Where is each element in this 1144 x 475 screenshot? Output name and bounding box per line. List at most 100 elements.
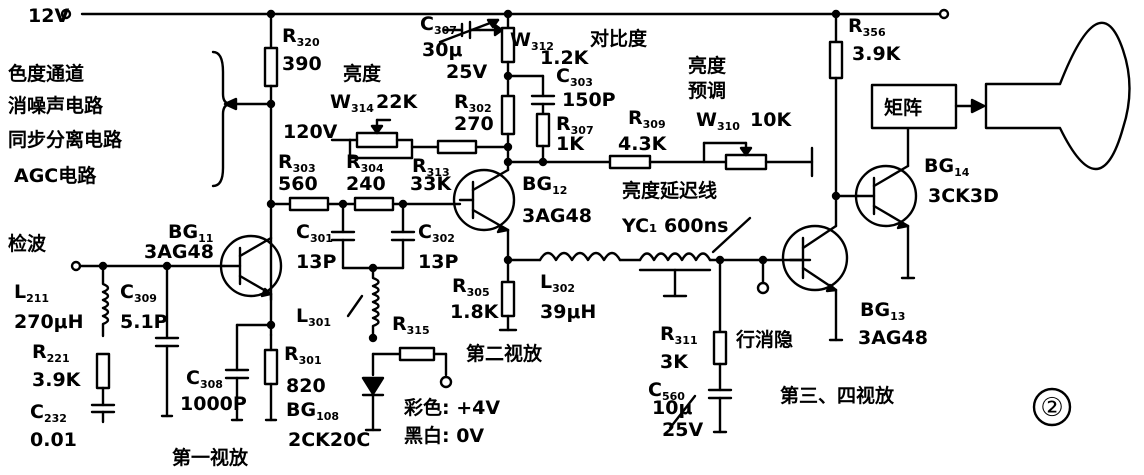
figure-number-circle — [1032, 387, 1072, 427]
designator-c560: C560 — [648, 379, 685, 403]
designator-r356: R356 — [848, 15, 886, 39]
bw-mode-label: 黑白: 0V — [404, 424, 484, 447]
value-bg108: 2CK20C — [288, 429, 370, 451]
designator-bg108: BG108 — [286, 399, 339, 423]
component-r221: R221 3.9K — [32, 341, 82, 391]
component-r320: R320 390 — [282, 25, 322, 75]
designator-bg11: BG11 — [168, 221, 213, 245]
designator-r315: R315 — [392, 313, 430, 337]
value-c308: 1000P — [180, 393, 247, 415]
channel-label-2: 消噪声电路 — [8, 94, 104, 117]
value-c301: 13P — [296, 251, 336, 273]
value-c309: 5.1P — [120, 311, 168, 333]
designator-r320: R320 — [282, 25, 320, 49]
component-r311: R311 3K — [660, 323, 698, 373]
blanking-label: 行消隐 — [735, 328, 793, 351]
brightness-label: 亮度 — [343, 62, 382, 85]
supply-12v-label: 12V — [28, 5, 69, 27]
stage-label-second: 第二视放 — [466, 342, 543, 365]
figure-number: ② — [1040, 393, 1063, 423]
value-r311: 3K — [660, 351, 689, 373]
delay-line-label: 亮度延迟线 — [622, 179, 717, 202]
designator-l302: L302 — [540, 271, 575, 295]
value-w310: 10K — [750, 109, 792, 131]
value-c560: 10μ — [652, 397, 692, 419]
value-l211: 270μH — [14, 311, 84, 333]
value-c303: 150P — [562, 89, 616, 111]
designator-r303: R303 — [278, 151, 316, 175]
designator-c302: C302 — [418, 221, 455, 245]
designator-r311: R311 — [660, 323, 698, 347]
designator-l301: L301 — [296, 305, 331, 329]
component-c301: C301 13P — [296, 221, 336, 273]
stage-label-first: 第一视放 — [172, 446, 249, 469]
designator-bg14: BG14 — [924, 155, 970, 179]
designator-r221: R221 — [32, 341, 70, 365]
channel-label-4: AGC电路 — [14, 164, 97, 187]
component-bg14: BG14 3CK3D — [924, 155, 999, 207]
designator-w310: W310 — [696, 109, 740, 133]
value-l302: 39μH — [540, 301, 596, 323]
value-bg13: 3AG48 — [858, 327, 928, 349]
component-labels: R320390C30730μ25VW3121.2KC303150PR3563.9… — [14, 13, 999, 451]
stage-label-third-fourth: 第三、四视放 — [780, 384, 895, 407]
value-r305: 1.8K — [450, 301, 500, 323]
supply-120v-label: 120V — [283, 121, 338, 143]
designator-r309: R309 — [628, 107, 666, 131]
value-bg12: 3AG48 — [522, 205, 592, 227]
value-r302: 270 — [454, 113, 494, 135]
value-c560-1: 25V — [662, 419, 703, 441]
component-bg108: BG108 2CK20C — [286, 399, 370, 451]
value-c307-1: 25V — [446, 61, 487, 83]
designator-bg12: BG12 — [522, 173, 567, 197]
value-w312: 1.2K — [540, 47, 590, 69]
designator-c232: C232 — [30, 401, 67, 425]
value-r309: 4.3K — [618, 133, 668, 155]
input-label: 检波 — [8, 232, 47, 255]
component-c302: C302 13P — [418, 221, 458, 273]
component-l302: L302 39μH — [540, 271, 596, 323]
designator-r304: R304 — [346, 151, 384, 175]
component-w310: W310 10K — [696, 109, 792, 133]
delay-line-part: YC₁ 600ns — [621, 215, 728, 237]
designator-c308: C308 — [186, 367, 223, 391]
labels: 12V 120V 色度通道 消噪声电路 同步分离电路 AGC电路 检波 第一视放… — [8, 5, 1064, 469]
color-mode-label: 彩色: +4V — [403, 396, 500, 419]
brightness-preset-label-2: 预调 — [688, 80, 726, 102]
designator-c301: C301 — [296, 221, 333, 245]
value-r320: 390 — [282, 53, 322, 75]
value-r313: 33K — [410, 173, 452, 195]
matrix-label: 矩阵 — [884, 96, 922, 119]
value-r221: 3.9K — [32, 369, 82, 391]
value-c302: 13P — [418, 251, 458, 273]
designator-c303: C303 — [556, 65, 593, 89]
designator-c307: C307 — [420, 13, 457, 37]
component-bg13: BG13 3AG48 — [858, 299, 928, 349]
contrast-label: 对比度 — [590, 27, 648, 50]
channel-label-3: 同步分离电路 — [8, 128, 123, 151]
designator-w312: W312 — [510, 29, 554, 53]
designator-r302: R302 — [454, 91, 492, 115]
designator-bg13: BG13 — [860, 299, 905, 323]
designator-r305: R305 — [452, 275, 490, 299]
value-bg14: 3CK3D — [928, 185, 999, 207]
channel-label-1: 色度通道 — [8, 62, 84, 85]
designator-c309: C309 — [120, 281, 157, 305]
value-r304: 240 — [346, 173, 386, 195]
value-r303: 560 — [278, 173, 318, 195]
